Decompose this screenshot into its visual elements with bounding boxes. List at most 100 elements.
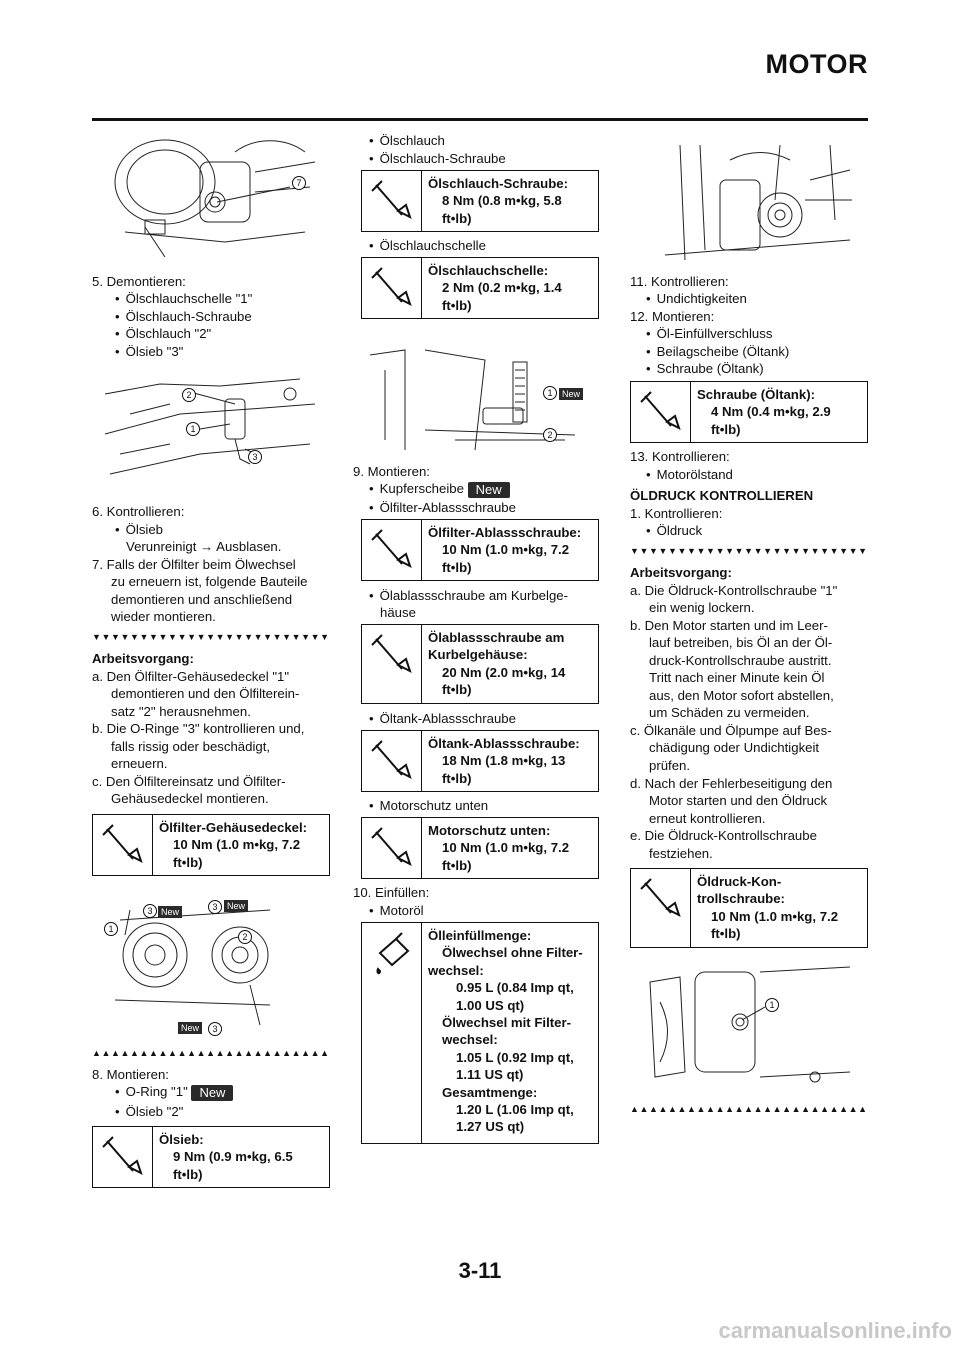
spec-value: 20 Nm (2.0 m•kg, 14 — [442, 664, 566, 680]
torque-wrench-icon — [362, 731, 422, 791]
proc-a-line: ein wenig lockern. — [649, 600, 755, 615]
step7-line: demontieren und anschließend — [111, 592, 293, 607]
proc-a-line: a. Den Ölfilter-Gehäusedeckel "1" — [92, 669, 290, 684]
step9-heading: 9. Montieren: — [353, 464, 430, 479]
proc-a-line: demontieren und den Ölfilterein- — [111, 686, 300, 701]
capacity-value: 1.27 US qt) — [456, 1119, 525, 1135]
new-badge: New — [559, 388, 584, 400]
torque-wrench-icon — [362, 258, 422, 318]
spec-title: Ölfilter-Ablassschraube: — [428, 525, 582, 540]
step5-item: Ölschlauch "2" — [99, 325, 212, 342]
spec-value: 10 Nm (1.0 m•kg, 7.2 — [442, 840, 570, 856]
step12-item: Schraube (Öltank) — [630, 360, 764, 377]
proc-b-line: aus, den Motor sofort abstellen, — [649, 688, 834, 703]
proc-c-line: prüfen. — [649, 758, 691, 773]
spec-value: 2 Nm (0.2 m•kg, 1.4 — [442, 280, 562, 296]
torque-spec-skid-plate: Motorschutz unten: 10 Nm (1.0 m•kg, 7.2 … — [361, 817, 599, 879]
oil-capacity-spec: Ölleinfüllmenge: Ölwechsel ohne Filter- … — [361, 922, 599, 1144]
spec-value: ft•lb) — [442, 682, 472, 698]
step7-line: zu erneuern ist, folgende Bauteile — [111, 574, 308, 589]
spec-title: Schraube (Öltank): — [697, 387, 815, 402]
proc-c-line: chädigung oder Undichtigkeit — [649, 740, 820, 755]
proc-c-line: c. Den Ölfiltereinsatz und Ölfilter- — [92, 774, 286, 789]
clamp-item: Ölschlauchschelle — [353, 237, 486, 254]
proc-d-line: d. Nach der Fehlerbeseitigung den — [630, 776, 833, 791]
callout-3: 3 — [143, 904, 157, 918]
proc-c-line: Gehäusedeckel montieren. — [111, 791, 269, 806]
new-badge: New — [224, 900, 249, 912]
spec-title: Ölablassschraube am — [428, 630, 565, 645]
step7-line: wieder montieren. — [111, 609, 216, 624]
torque-spec-hose-clamp: Ölschlauchschelle: 2 Nm (0.2 m•kg, 1.4 f… — [361, 257, 599, 319]
step9-item: Ölfilter-Ablassschraube — [353, 499, 516, 516]
proc-e-line: e. Die Öldruck-Kontrollschraube — [630, 828, 817, 843]
torque-spec-filter-drain-bolt: Ölfilter-Ablassschraube: 10 Nm (1.0 m•kg… — [361, 519, 599, 581]
callout-2: 2 — [238, 930, 252, 944]
crankcase-drain-item-cont: häuse — [380, 605, 416, 620]
capacity-label: wechsel: — [428, 962, 484, 978]
proc-a-line: satz "2" herausnehmen. — [111, 704, 251, 719]
step5-heading: 5. Demontieren: — [92, 274, 186, 289]
torque-wrench-icon — [93, 1127, 153, 1187]
spec-title: Öltank-Ablassschraube: — [428, 736, 580, 751]
spec-value: ft•lb) — [711, 926, 741, 942]
step11-item: Undichtigkeiten — [630, 290, 747, 307]
callout-3: 3 — [248, 450, 262, 464]
new-badge: New — [158, 906, 183, 918]
torque-wrench-icon — [93, 815, 153, 875]
spec-title: Ölschlauchschelle: — [428, 263, 549, 278]
spec-value: 9 Nm (0.9 m•kg, 6.5 — [173, 1149, 293, 1165]
tank-drain-item: Öltank-Ablassschraube — [353, 710, 516, 727]
page-title: MOTOR — [765, 49, 868, 79]
proc-b-line: lauf betreiben, bis Öl an der Öl- — [649, 635, 833, 650]
proc-b-line: erneuern. — [111, 756, 168, 771]
torque-spec-hose-bolt: Ölschlauch-Schraube: 8 Nm (0.8 m•kg, 5.8… — [361, 170, 599, 232]
oil-can-icon — [362, 923, 422, 1143]
spec-value: 10 Nm (1.0 m•kg, 7.2 — [442, 542, 570, 558]
torque-wrench-icon — [362, 520, 422, 580]
spec-value: ft•lb) — [442, 770, 472, 786]
proc-b-line: falls rissig oder beschädigt, — [111, 739, 271, 754]
spec-value: 10 Nm (1.0 m•kg, 7.2 — [173, 837, 301, 853]
spec-value: ft•lb) — [173, 1166, 203, 1182]
procedure-heading: Arbeitsvorgang: — [92, 651, 194, 666]
callout-1: 1 — [765, 998, 779, 1012]
step13-item: Motorölstand — [630, 466, 733, 483]
figure-oil-hose-clamp: 7 — [105, 132, 320, 262]
step5-item: Ölschlauch-Schraube — [99, 308, 252, 325]
proc-b-line: druck-Kontrollschraube austritt. — [649, 653, 832, 668]
spec-title: Ölsieb: — [159, 1132, 204, 1147]
figure-oil-pressure-bolt: 1 — [640, 962, 860, 1087]
capacity-value: 0.95 L (0.84 Imp qt, — [456, 980, 574, 996]
spec-value: 10 Nm (1.0 m•kg, 7.2 — [711, 908, 839, 924]
figure-oil-filter: 1 3 New 3 New 2 New 3 — [100, 890, 280, 1040]
footer-url: carmanualsonline.info — [718, 1318, 953, 1343]
capacity-label: wechsel: — [442, 1032, 498, 1048]
spec-title: trollschraube: — [697, 891, 785, 907]
figure-drain-bolt: 1 New 2 — [365, 340, 590, 460]
callout-3: 3 — [208, 1022, 222, 1036]
spec-value: 18 Nm (1.8 m•kg, 13 — [442, 753, 566, 769]
step11-heading: 11. Kontrollieren: — [630, 274, 729, 289]
callout-1: 1 — [104, 922, 118, 936]
spec-value: ft•lb) — [442, 857, 472, 873]
spec-title: Kurbelgehäuse: — [428, 647, 528, 663]
proc-d-line: erneut kontrollieren. — [649, 811, 766, 826]
hose-item: Ölschlauch — [353, 132, 445, 149]
torque-wrench-icon — [631, 869, 691, 947]
torque-wrench-icon — [362, 818, 422, 878]
proc-b-line: b. Den Motor starten und im Leer- — [630, 618, 828, 633]
callout-1: 1 — [543, 386, 557, 400]
callout-1: 1 — [186, 422, 200, 436]
step7-line: 7. Falls der Ölfilter beim Ölwechsel — [92, 557, 296, 572]
spec-title: Öldruck-Kon- — [697, 874, 782, 889]
spec-value: ft•lb) — [442, 559, 472, 575]
torque-spec-oil-filter-cover: Ölfilter-Gehäusedeckel: 10 Nm (1.0 m•kg,… — [92, 814, 330, 876]
proc-d-line: Motor starten und den Öldruck — [649, 793, 828, 808]
step5-item: Ölsieb "3" — [99, 343, 184, 360]
new-badge: New — [178, 1022, 203, 1034]
step6-item: Ölsieb — [99, 521, 163, 538]
callout-2: 2 — [543, 428, 557, 442]
step1-heading: 1. Kontrollieren: — [630, 506, 723, 521]
step6-note: Verunreinigt → Ausblasen. — [126, 539, 282, 554]
